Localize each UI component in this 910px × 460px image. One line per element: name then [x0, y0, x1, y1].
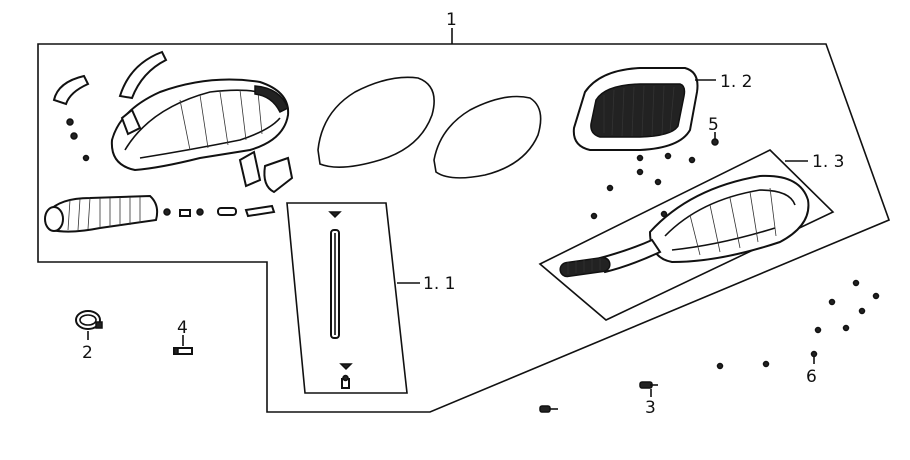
cover-small-right-part — [118, 50, 168, 100]
bracket-small-part — [238, 150, 262, 188]
subassembly-1-1-outline — [286, 202, 408, 394]
filter-element-part — [572, 67, 699, 151]
intake-duct-part — [44, 194, 159, 233]
part-5 — [711, 132, 719, 146]
hose-fittings-row — [163, 204, 276, 218]
label-3: 3 — [645, 398, 656, 418]
nuts-group-upper — [590, 152, 696, 220]
label-4: 4 — [177, 318, 188, 338]
label-6: 6 — [806, 367, 817, 387]
part-2-clamp — [75, 310, 103, 340]
label-1-3: 1. 3 — [812, 152, 844, 172]
label-5: 5 — [708, 115, 719, 135]
rod-part — [328, 211, 353, 389]
air-box-housing-part — [110, 78, 290, 172]
label-1: 1 — [446, 10, 457, 30]
label-2: 2 — [82, 343, 93, 363]
part-4-clip — [173, 335, 193, 355]
part-6-screws — [716, 279, 880, 370]
bracket-clip-part — [263, 156, 294, 194]
label-1-2: 1. 2 — [720, 72, 752, 92]
assembly-1-outline — [37, 43, 891, 413]
filter-housing-part — [559, 174, 810, 278]
small-bolts-left — [66, 118, 90, 162]
cover-small-left-part — [52, 74, 90, 106]
label-1-1: 1. 1 — [423, 274, 455, 294]
gasket-right-part — [433, 95, 542, 179]
gasket-left-part — [317, 76, 435, 168]
part-3-bolts — [539, 381, 658, 413]
subassembly-1-3-outline — [538, 149, 835, 321]
